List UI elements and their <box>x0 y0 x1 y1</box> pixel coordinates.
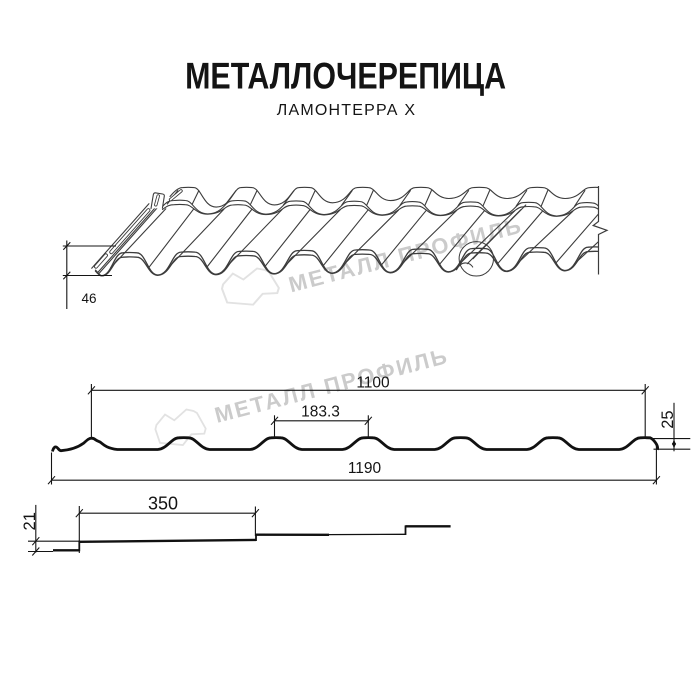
svg-text:183.3: 183.3 <box>301 404 340 421</box>
svg-text:25: 25 <box>659 410 677 428</box>
svg-text:21: 21 <box>21 512 39 530</box>
svg-text:350: 350 <box>148 494 178 514</box>
svg-text:ЛАМОНТЕРРА X: ЛАМОНТЕРРА X <box>277 102 416 119</box>
svg-text:46: 46 <box>81 291 96 306</box>
svg-text:1190: 1190 <box>348 460 382 477</box>
svg-text:1100: 1100 <box>356 374 390 391</box>
svg-text:МЕТАЛЛОЧЕРЕПИЦА: МЕТАЛЛОЧЕРЕПИЦА <box>185 55 506 96</box>
